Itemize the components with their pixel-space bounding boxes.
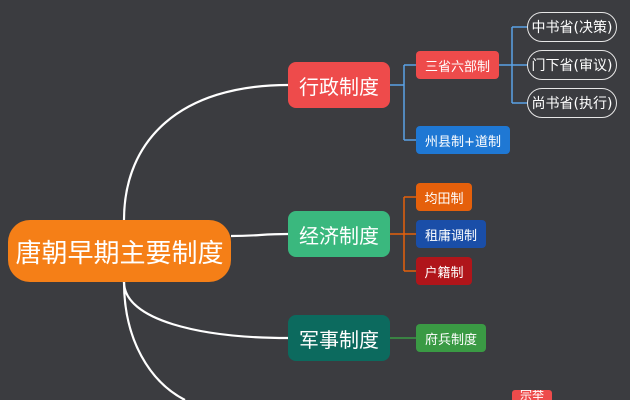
sub-node-zhouxian[interactable]: 州县制+道制 bbox=[416, 126, 510, 154]
branch-military[interactable]: 军事制度 bbox=[288, 315, 390, 361]
branch-econ[interactable]: 经济制度 bbox=[288, 211, 390, 257]
link-root-bottom bbox=[122, 281, 186, 400]
partial-node[interactable]: 宗举 bbox=[512, 390, 552, 400]
sub-node-sansheng[interactable]: 三省六部制 bbox=[416, 51, 499, 79]
root-node[interactable]: 唐朝早期主要制度 bbox=[8, 220, 231, 282]
sub-node-zuyongdiao[interactable]: 租庸调制 bbox=[416, 220, 486, 248]
link-admin-subs bbox=[390, 64, 416, 141]
sub-node-fubing[interactable]: 府兵制度 bbox=[416, 324, 486, 352]
branch-admin[interactable]: 行政制度 bbox=[288, 62, 390, 108]
leaf-shangshu[interactable]: 尚书省(执行) bbox=[527, 88, 617, 118]
leaf-menxia[interactable]: 门下省(审议) bbox=[527, 50, 617, 80]
link-root-admin bbox=[122, 83, 289, 221]
link-root-military bbox=[122, 281, 289, 340]
link-sansheng-leaves bbox=[499, 26, 527, 104]
sub-node-huji[interactable]: 户籍制 bbox=[416, 257, 472, 285]
leaf-zhongshu[interactable]: 中书省(决策) bbox=[527, 12, 617, 42]
link-root-econ bbox=[230, 232, 289, 238]
link-econ-subs bbox=[390, 196, 416, 272]
sub-node-juntian[interactable]: 均田制 bbox=[416, 183, 472, 211]
